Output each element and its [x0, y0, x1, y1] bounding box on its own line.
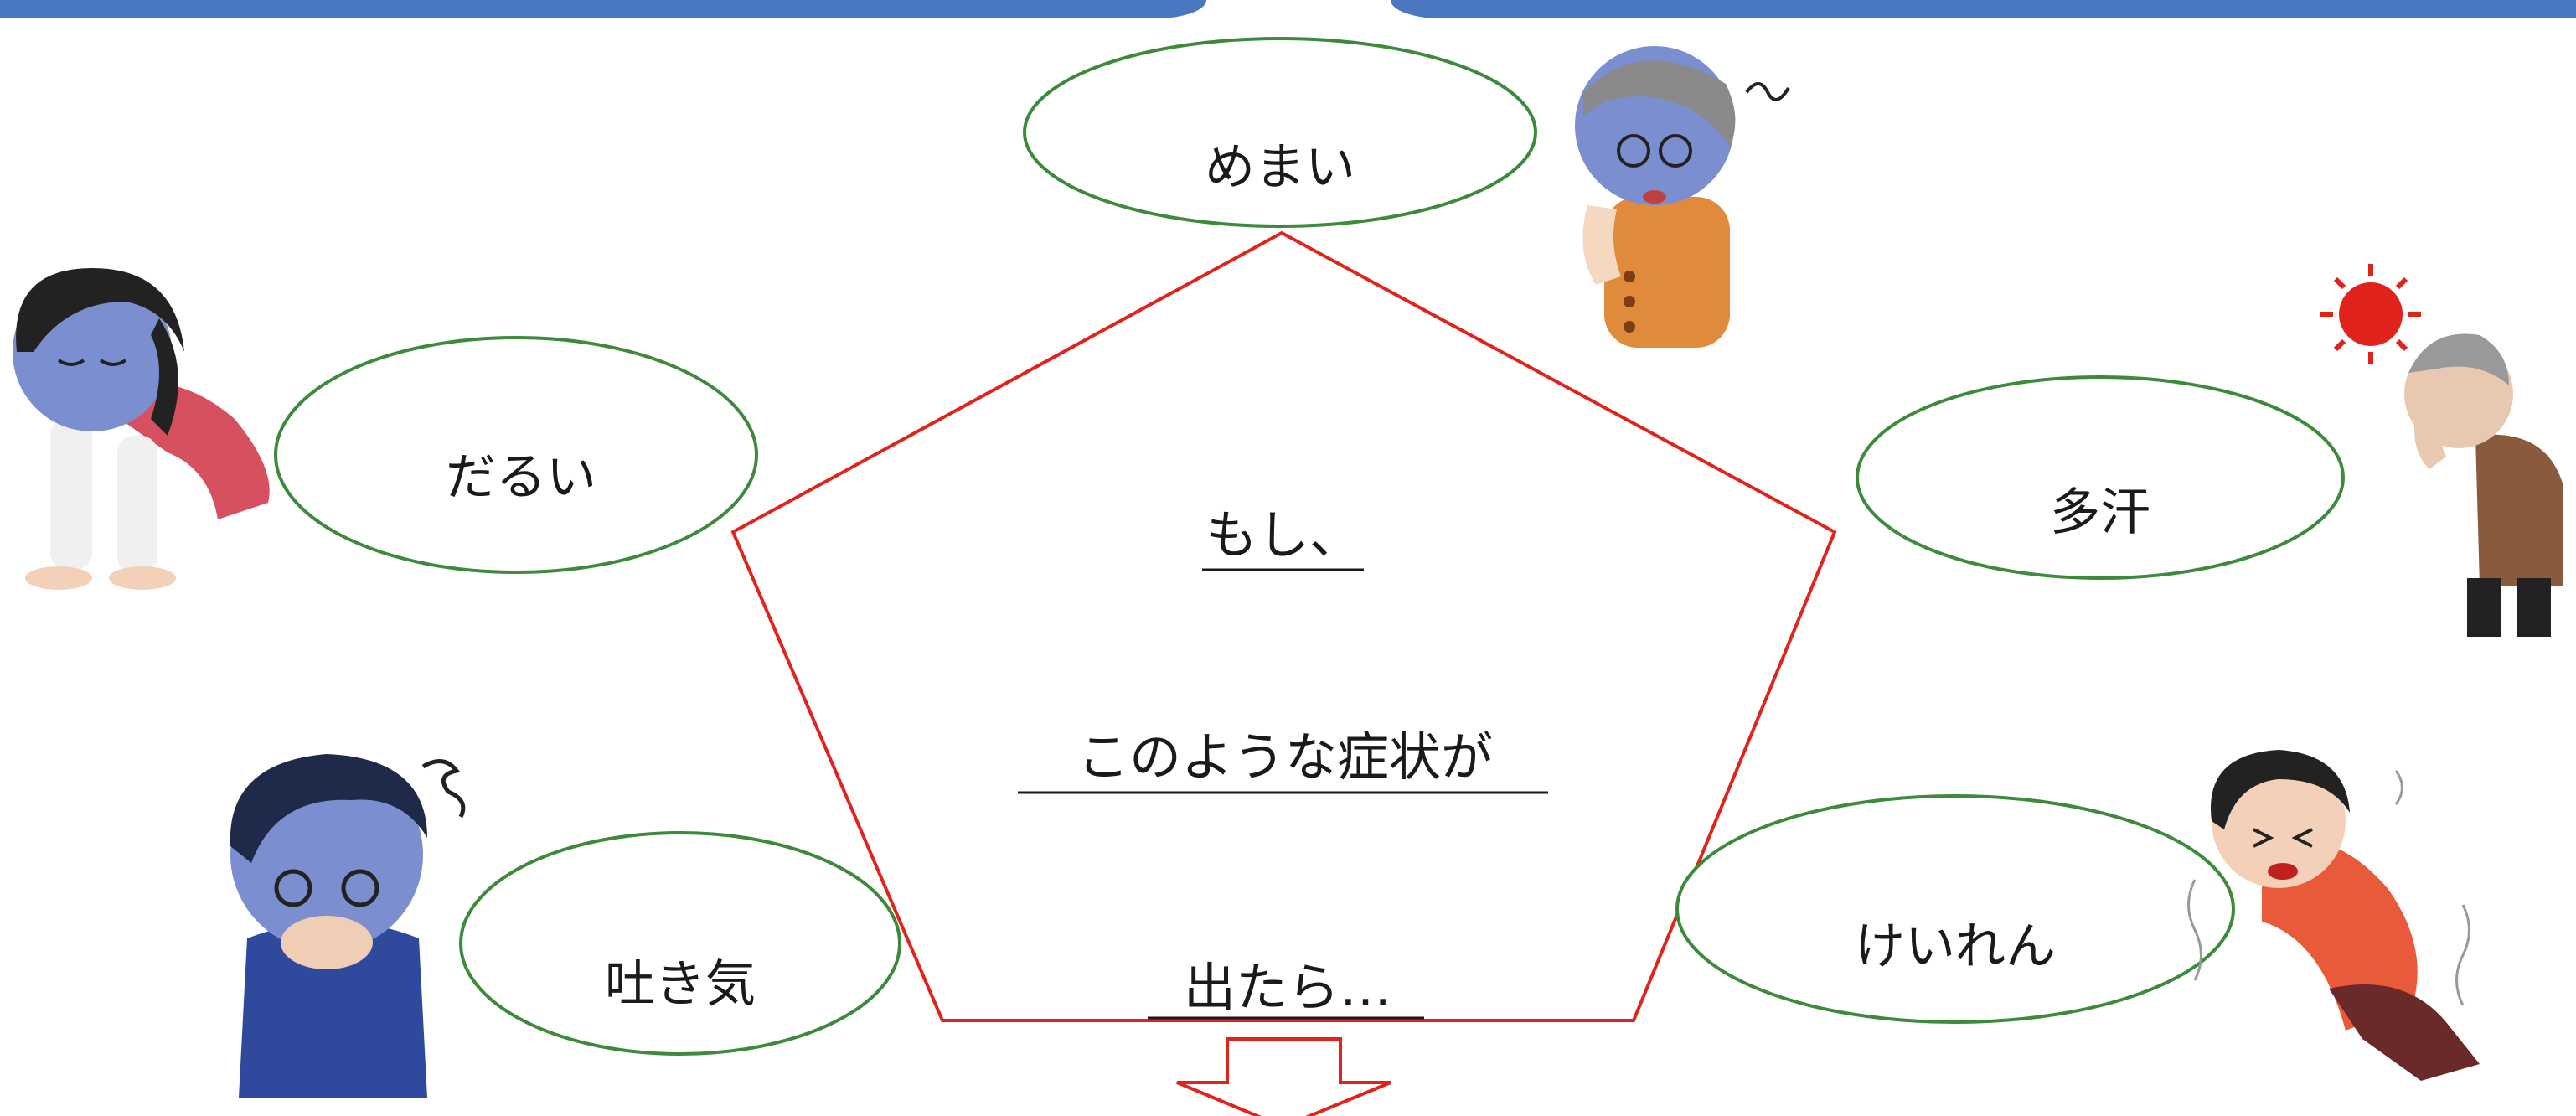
convulsing-woman-icon [2187, 750, 2480, 1081]
symptom-label-convulsion: けいれん [1855, 917, 2056, 976]
symptom-dizziness: めまい [1023, 37, 1537, 228]
symptom-nausea: 吐き気 [459, 831, 901, 1056]
symptom-convulsion: けいれん [1675, 794, 2235, 1024]
center-line-2: このような症状が [1077, 726, 1493, 788]
down-arrow-icon [1176, 1037, 1391, 1116]
header-bar-right [1391, 0, 2576, 18]
header-bar-left [0, 0, 1206, 18]
dizzy-elderly-woman-icon [1575, 46, 1790, 348]
symptom-fatigue: だるい [274, 336, 758, 574]
center-text-block: もし、 このような症状が 出たら… [1018, 504, 1548, 1020]
nauseous-boy-icon [230, 754, 466, 1098]
symptom-label-dizziness: めまい [1205, 138, 1355, 197]
symptom-label-nausea: 吐き気 [605, 955, 756, 1014]
center-line-1: もし、 [1205, 504, 1361, 566]
symptom-sweating: 多汗 [1856, 375, 2345, 580]
symptom-label-fatigue: だるい [446, 448, 596, 507]
tired-woman-icon [13, 268, 270, 590]
sweating-man-sun-icon [2320, 264, 2563, 637]
center-pentagon [730, 230, 1837, 1022]
center-line-3: 出たら… [1184, 957, 1391, 1018]
symptom-label-sweating: 多汗 [2050, 483, 2150, 542]
